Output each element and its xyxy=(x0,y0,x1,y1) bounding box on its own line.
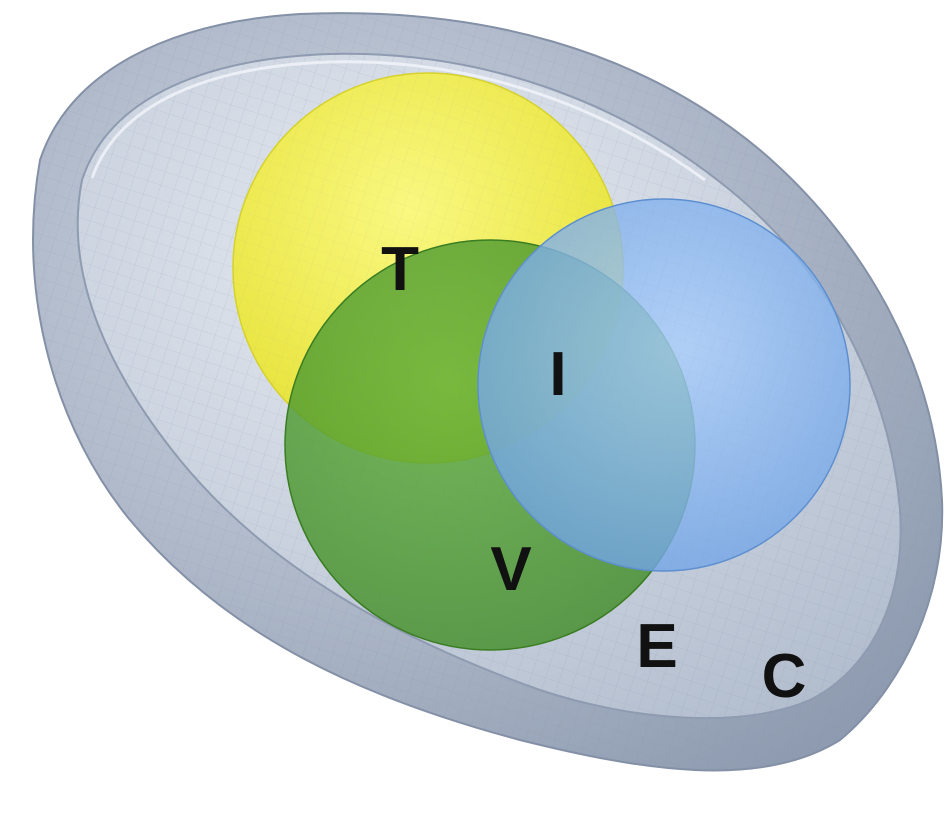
label-t: T xyxy=(381,235,419,304)
label-i: I xyxy=(549,340,566,409)
label-c: C xyxy=(762,642,807,711)
sphere-i xyxy=(477,198,851,572)
label-v: V xyxy=(490,535,531,604)
label-e: E xyxy=(636,612,677,681)
